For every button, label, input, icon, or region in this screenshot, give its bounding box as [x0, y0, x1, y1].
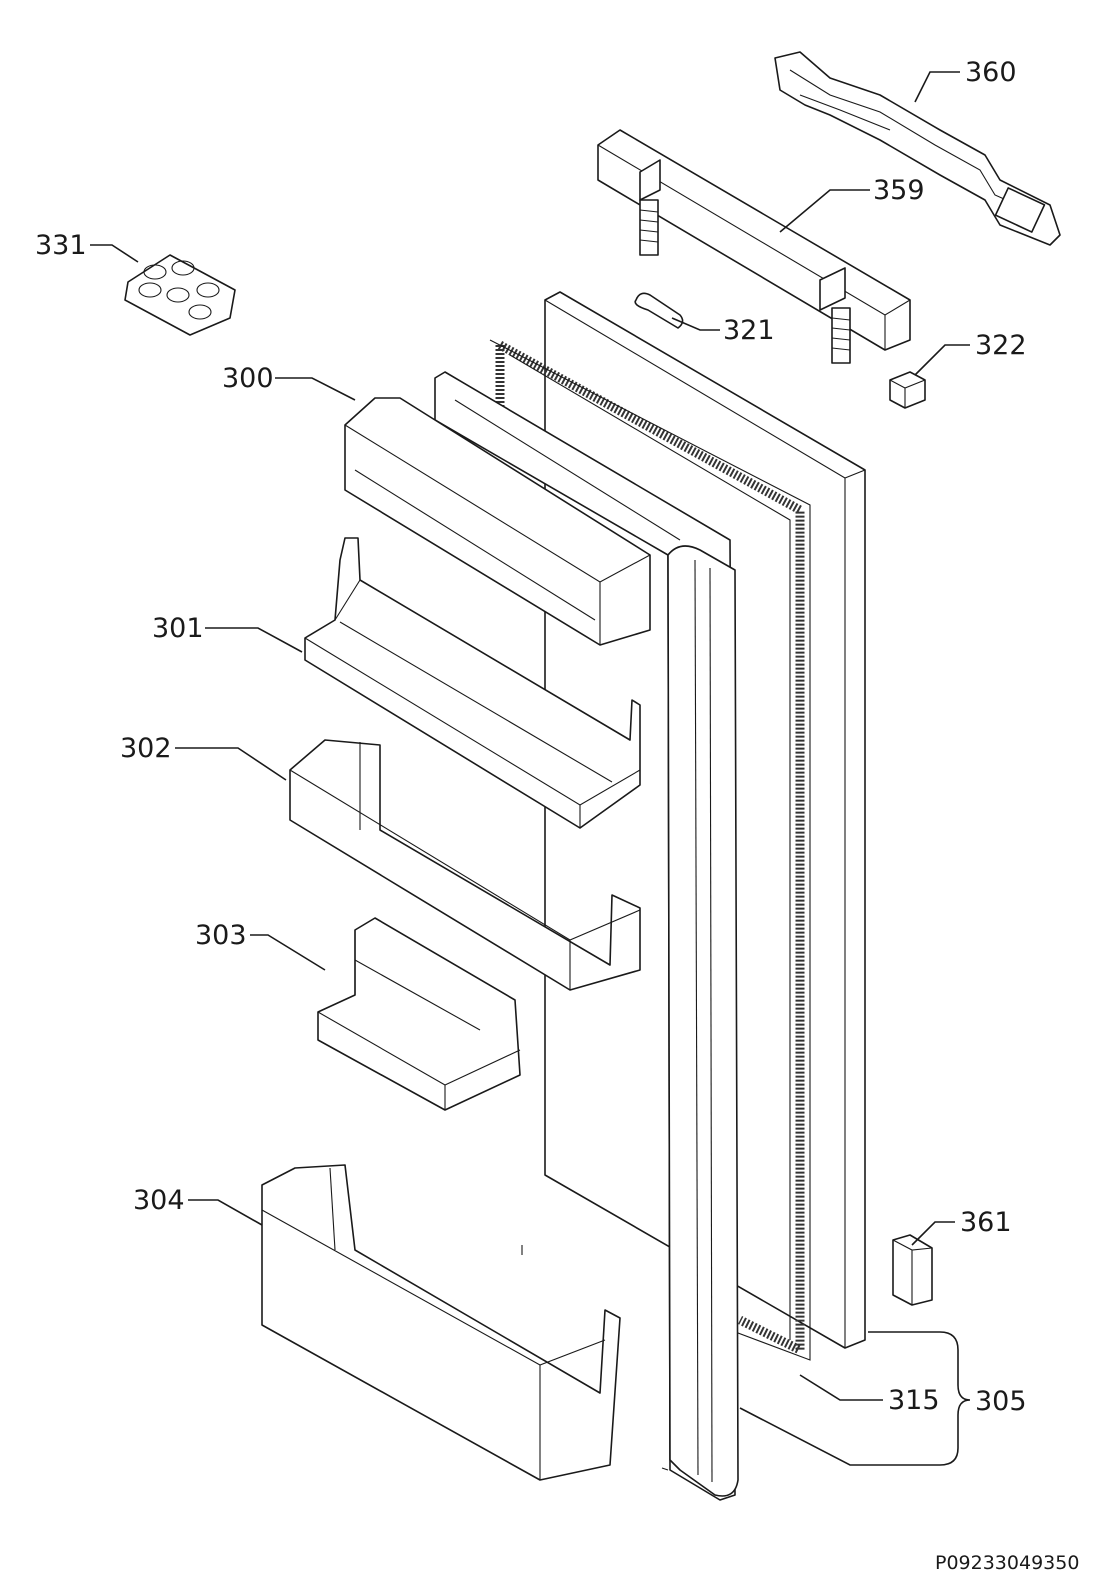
part-300-dairy-compartment [344, 397, 651, 646]
label-303: 303 [195, 920, 247, 951]
part-361-bracket [892, 1234, 933, 1306]
label-321: 321 [723, 315, 775, 346]
part-359-hinge-bar [597, 129, 911, 364]
label-315: 315 [888, 1385, 940, 1416]
part-315-gasket [489, 339, 811, 1361]
label-300: 300 [222, 363, 274, 394]
label-331: 331 [35, 230, 87, 261]
label-360: 360 [965, 57, 1017, 88]
part-302-door-shelf [289, 739, 641, 991]
part-360-hinge-bracket [774, 51, 1061, 246]
label-302: 302 [120, 733, 172, 764]
part-304-bottle-shelf [261, 1164, 621, 1481]
drawing-code: P09233049350 [935, 1552, 1079, 1574]
label-361: 361 [960, 1207, 1012, 1238]
part-322-clip [889, 371, 926, 409]
label-304: 304 [133, 1185, 185, 1216]
part-321-pin [634, 292, 684, 329]
leader-lines [90, 71, 971, 1466]
label-359: 359 [873, 175, 925, 206]
part-door-liner [434, 371, 739, 1501]
label-301: 301 [152, 613, 204, 644]
part-331-egg-tray [124, 254, 236, 336]
part-303-compartment [317, 917, 521, 1111]
stray-mark [661, 1467, 669, 1471]
label-305: 305 [975, 1386, 1027, 1417]
label-322: 322 [975, 330, 1027, 361]
part-301-door-shelf [304, 537, 641, 829]
